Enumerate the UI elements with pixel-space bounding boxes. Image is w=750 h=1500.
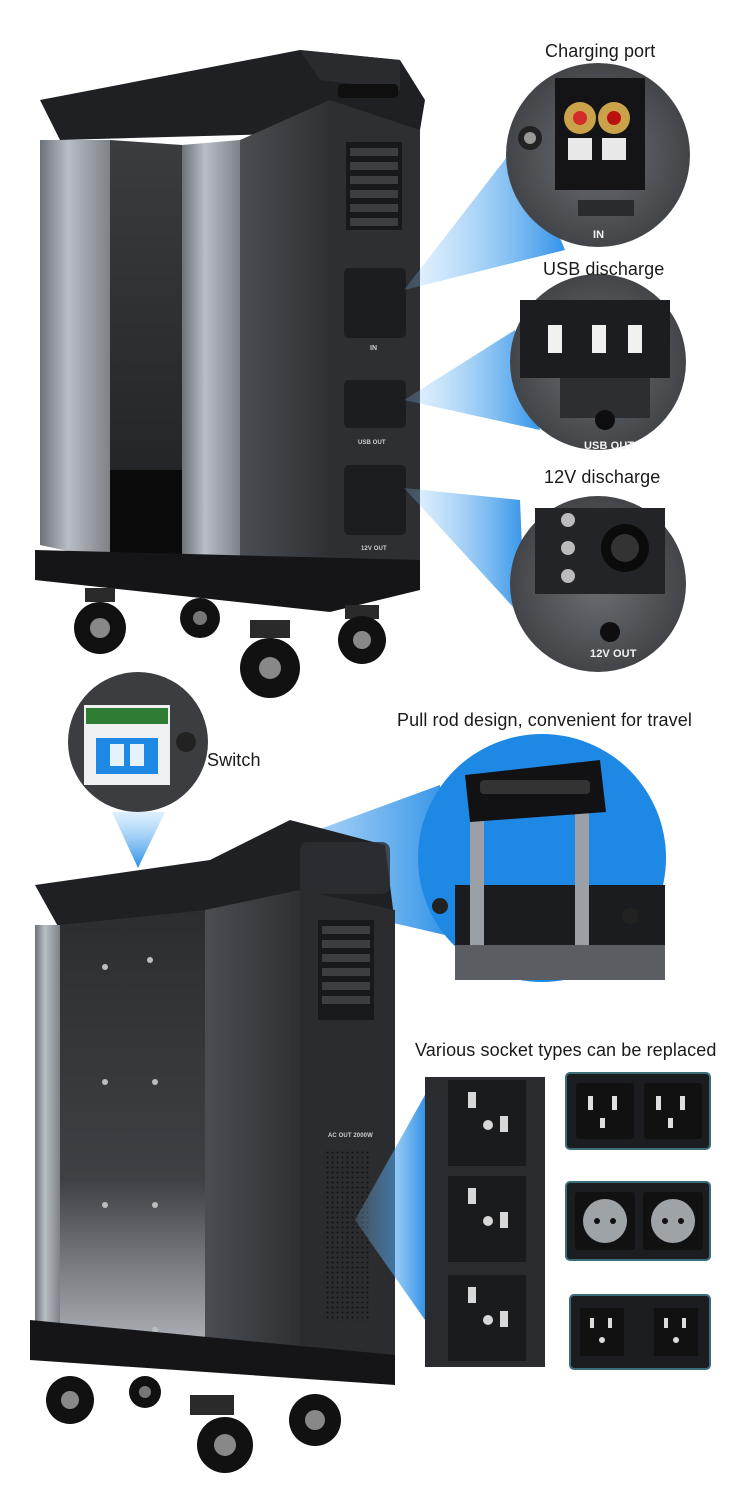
- v12-out-closeup-label: 12V OUT: [590, 648, 637, 660]
- vent-grille-top: [346, 142, 402, 230]
- charging-port-closeup: [506, 63, 690, 247]
- switch-caption: Switch: [207, 750, 261, 770]
- usb-out-label: USB OUT: [358, 440, 386, 446]
- switch-closeup: [68, 672, 208, 812]
- socket-us-module: [565, 1072, 711, 1150]
- usb-port-cover: [344, 380, 406, 428]
- charging-port-cover: [344, 268, 406, 338]
- universal-socket-strip: [425, 1077, 545, 1367]
- dc12v-closeup: [510, 496, 686, 672]
- pull-rod-closeup: [418, 734, 666, 982]
- pull-rod-caption: Pull rod design, convenient for travel: [397, 710, 692, 730]
- wheels-bottom: [46, 1376, 341, 1473]
- callout-beam-sockets: [355, 1095, 425, 1320]
- in-closeup-label: IN: [593, 229, 605, 241]
- callout-beam-12v: [404, 488, 525, 620]
- socket-types-caption: Various socket types can be replaced: [415, 1040, 717, 1060]
- dc-port-cover: [344, 465, 406, 535]
- top-unit: [35, 50, 425, 698]
- bottom-unit: [30, 820, 395, 1473]
- usb-out-closeup-label: USB OUT: [584, 440, 635, 452]
- callout-beam-usb: [404, 330, 540, 430]
- charging-port-caption: Charging port: [545, 41, 656, 61]
- dc12-discharge-caption: 12V discharge: [544, 467, 661, 487]
- usb-discharge-caption: USB discharge: [543, 259, 665, 279]
- usb-closeup: [510, 274, 686, 450]
- socket-universal-module: [569, 1294, 711, 1370]
- vent-grille-bottom: [318, 920, 374, 1020]
- v12-out-label: 12V OUT: [361, 546, 387, 552]
- ac-outlet-mesh: [325, 1150, 369, 1322]
- callout-beam-switch: [112, 812, 165, 868]
- in-port-label: IN: [370, 345, 378, 352]
- ac-out-label: AC OUT 2000W: [328, 1133, 373, 1139]
- socket-eu-module: [565, 1181, 711, 1261]
- wheels-top: [74, 588, 386, 698]
